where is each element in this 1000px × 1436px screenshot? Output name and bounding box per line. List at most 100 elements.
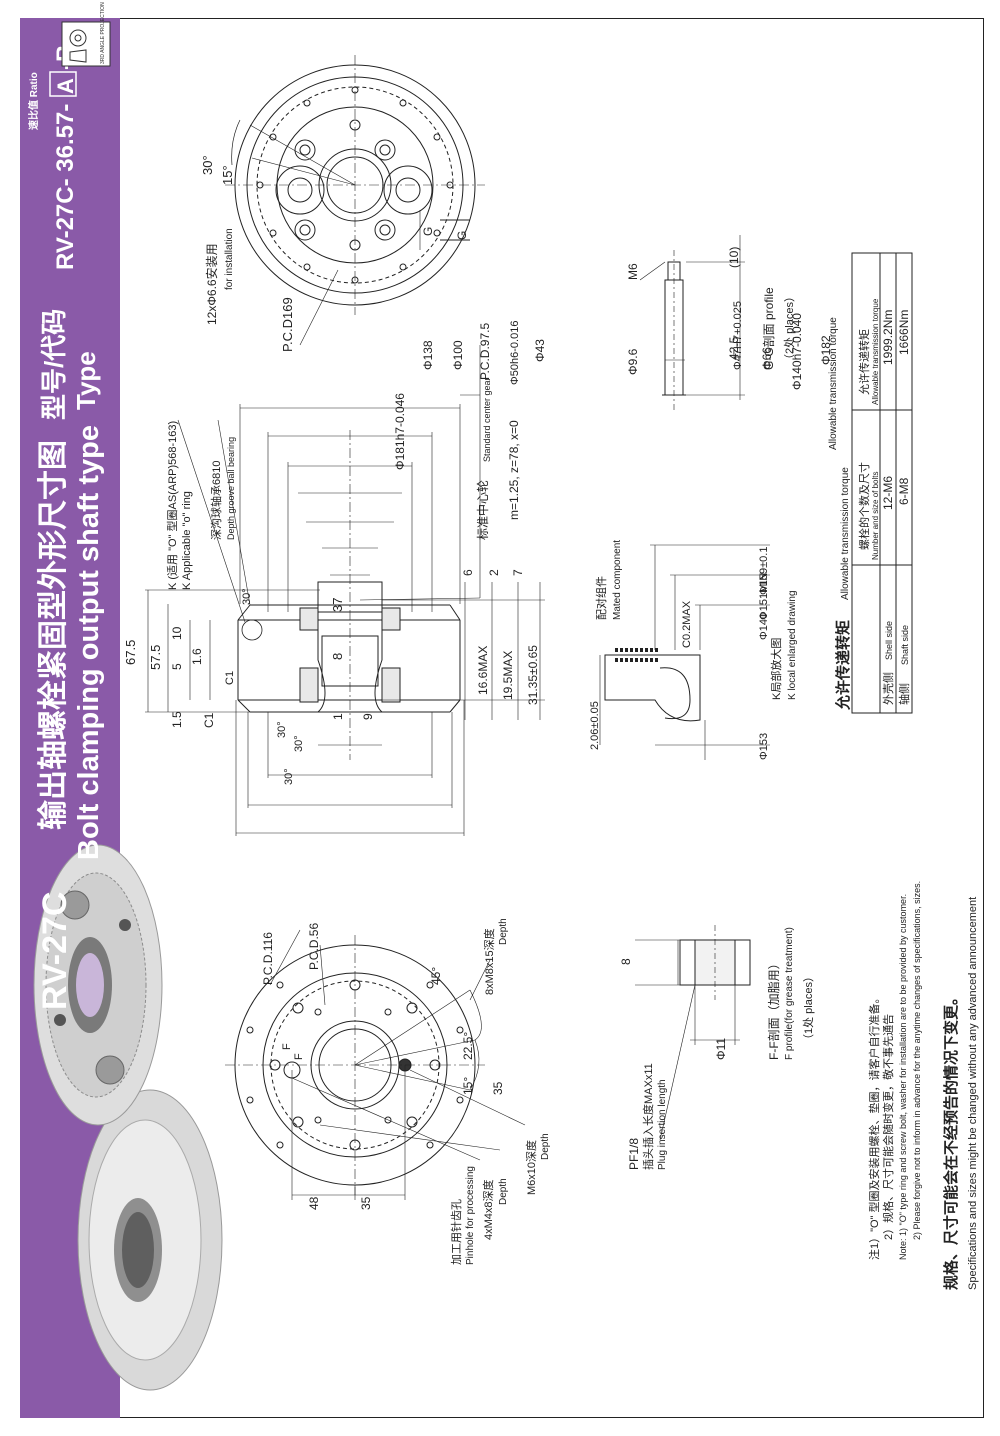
type-en: Type (71, 351, 101, 410)
dim-r9: 9 (361, 713, 375, 720)
projection-label: 3RD ANGLE PROJECTION (100, 2, 106, 64)
k-oring-cn: K (适用 "O" 型圈AS(ARP)568-163) (165, 421, 179, 590)
ratio-box-a: A (53, 78, 78, 94)
note-en-2: 2) Please forgive not to inform in advan… (912, 881, 922, 1240)
note-cn-2: 2）规格、尺寸可能会随时变更，敬不事先通告 (881, 1014, 895, 1240)
dim-ang30a: 30° (241, 588, 253, 605)
k-mated-en: Mated component (612, 540, 623, 620)
dim-r6: 6 (461, 569, 475, 576)
model-title: RV-27C (36, 892, 74, 1010)
dim-r2: 2 (487, 569, 501, 576)
g-l10: (10) (727, 247, 741, 268)
dim-h16: 1.6 (190, 648, 204, 665)
top-angle-30: 30° (200, 155, 215, 175)
dim-d138: Φ138 (421, 340, 435, 370)
bot-a35: 35 (491, 1081, 505, 1095)
dim-d43: Φ43 (533, 339, 547, 362)
bearing-cn: 深沟球轴承6810 (209, 461, 223, 540)
f-plug-en: Plug insertion length (657, 1079, 668, 1170)
row-shell-torque: 1999.2Nm (881, 310, 895, 365)
dim-r1: 1 (331, 713, 345, 720)
k-d151: Φ151MIN (758, 573, 770, 620)
top-g-arrow: G (455, 231, 469, 240)
dim-h675: 67.5 (123, 640, 138, 665)
k-c02: C0.2MAX (681, 600, 693, 648)
dim-d100: Φ100 (451, 340, 465, 370)
g-places: （2处 places） (783, 291, 796, 365)
side-view (145, 345, 545, 836)
gear-cn: 标准中心轮 (475, 480, 490, 540)
ratio-label: 速比值 Ratio (27, 72, 40, 130)
note-en-1: Note: 1) "O" type ring and screw bolt, w… (898, 894, 908, 1260)
torque-title-cn: 允许传递转矩 (834, 620, 852, 711)
bot-f2: F (293, 1053, 305, 1060)
dim-h575: 57.5 (148, 645, 163, 670)
dim-d140: Φ140h7-0.040 (790, 313, 804, 390)
row-shaft-torque: 1666Nm (897, 310, 911, 355)
k-d159: Φ159±0.1 (758, 547, 770, 595)
dim-ang30d: 30° (283, 768, 295, 785)
gear-en: Standard center gear (482, 377, 492, 462)
dim-r7: 7 (511, 569, 525, 576)
bot-a45: 45° (429, 967, 443, 985)
f-pf: PF1/8 (627, 1138, 641, 1170)
f-title-en: F profile(for grease treatment) (784, 927, 795, 1060)
bot-d48: 48 (307, 1196, 321, 1210)
k-detail (599, 544, 770, 760)
k-oring-en: K Applicable "o" ring (181, 491, 193, 590)
th-torque-cn: 允许传递转矩 (857, 329, 871, 395)
bot-f1: F (281, 1043, 293, 1050)
gear-spec: m=1.25, z=78, x=0 (507, 420, 521, 520)
k-mated-cn: 配对组件 (594, 576, 608, 620)
title-en: Bolt clamping output shaft type (73, 425, 105, 860)
footer-cn: 规格、尺寸可能会在不经预告的情况下变更。 (942, 990, 960, 1290)
th-bolts-cn: 螺栓的个数及尺寸 (857, 462, 871, 550)
torque-title-en: Allowable transmission torque (840, 467, 851, 600)
dim-d181: Φ181h7-0.046 (393, 393, 407, 470)
f-profile (635, 925, 751, 1141)
k-title-cn: K局部放大图 (769, 638, 783, 700)
f-places: （1处 places） (802, 971, 815, 1045)
bot-m6-cn: M6x10深度 (524, 1140, 538, 1195)
dimension-labels: 30° 15° P.C.D169 12xΦ6.6安装用 for installa… (123, 155, 979, 1290)
top-holes-cn: 12xΦ6.6安装用 (204, 243, 219, 325)
dim-h15: 1.5 (170, 711, 184, 728)
dim-h5: 5 (170, 663, 184, 670)
top-g-mark: G (421, 227, 435, 236)
footer-en: Specifications and sizes might be change… (967, 897, 979, 1290)
dim-d47: Φ47H7+0.025 (732, 301, 744, 370)
f-d11: Φ11 (714, 1038, 728, 1060)
row-shaft-bolts: 6-M8 (897, 477, 911, 505)
dim-d50: Φ50h6-0.016 (509, 321, 521, 385)
bot-m4-en: Depth (498, 1178, 509, 1205)
bot-m8-en: Depth (498, 918, 509, 945)
dim-ang30b: 30° (276, 721, 288, 738)
row-shell-en: Shell side (884, 621, 894, 660)
bot-d35: 35 (359, 1196, 373, 1210)
g-d96: Φ9.6 (626, 348, 640, 375)
note-cn-1: 注1）"O" 型圈及安装用螺栓、垫圈，请客户自行准备。 (867, 992, 881, 1260)
torque-table (851, 252, 913, 714)
bot-a15: 15° (461, 1077, 475, 1095)
bot-pin-en: Pinhole for processing (465, 1166, 476, 1265)
g-profile (639, 235, 745, 410)
dim-h10: 10 (170, 626, 184, 640)
k-d153: Φ153 (758, 733, 770, 760)
dim-pcd975: P.C.D.97.5 (478, 323, 492, 380)
f-d8: 8 (619, 958, 633, 965)
title-cn: 输出轴螺栓紧固型外形尺寸图 (37, 440, 70, 830)
f-title-cn: F-F剖面（加脂用） (766, 957, 781, 1060)
dim-d182: Φ182 (819, 335, 833, 365)
bot-pcd116: P.C.D.116 (261, 932, 275, 985)
dim-d66: Φ66 (760, 347, 774, 370)
dim-m3135: 31.35±0.65 (526, 645, 540, 705)
bot-a225: 22.5° (461, 1032, 475, 1060)
torque-sub-title: Allowable transmission torque (828, 317, 839, 450)
header: RV-27C 输出轴螺栓紧固型外形尺寸图 Bolt clamping outpu… (27, 45, 105, 1010)
dim-r8: 8 (330, 653, 345, 660)
row-shaft-cn: 轴侧 (897, 683, 911, 705)
dim-c1: C1 (202, 712, 216, 728)
g-m6: M6 (626, 263, 640, 280)
